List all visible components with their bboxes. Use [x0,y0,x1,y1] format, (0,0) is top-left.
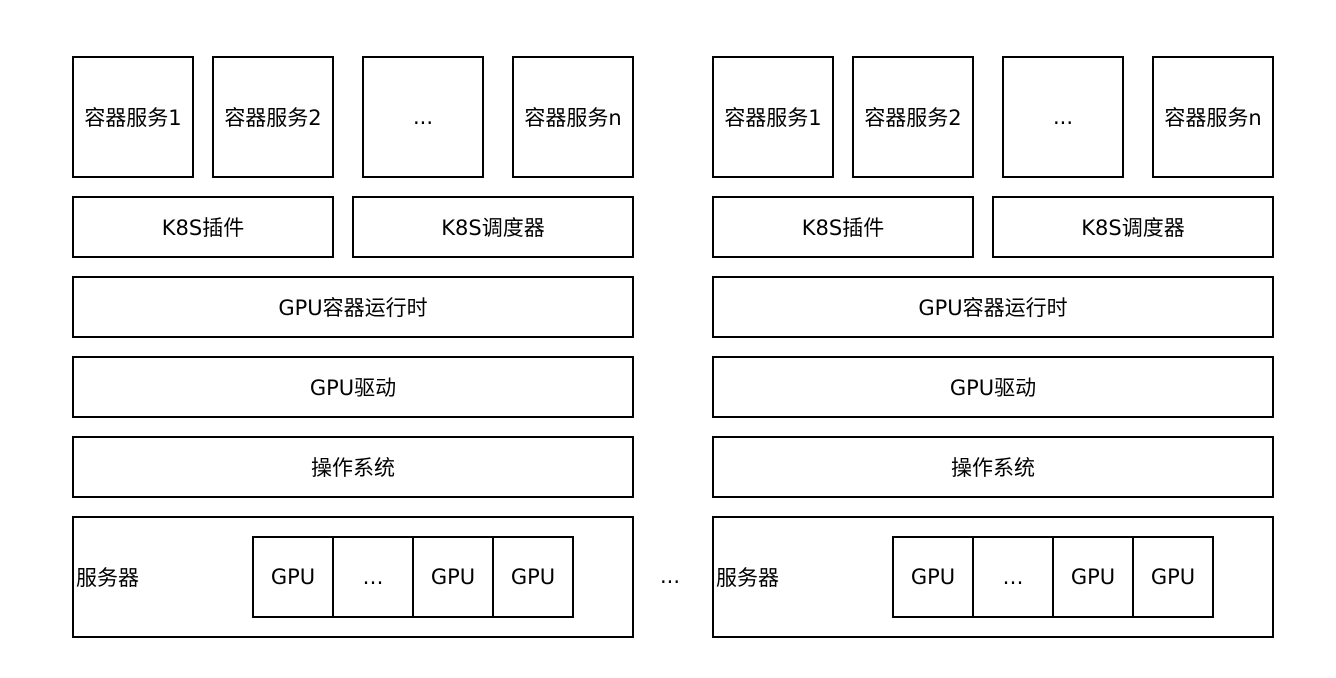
gpu-cell: … [332,536,414,618]
gpu-cell: … [972,536,1054,618]
k8s-scheduler-box: K8S调度器 [352,196,634,258]
container-service-box: 容器服务2 [852,56,974,178]
gpu-cell: GPU [492,536,574,618]
server-label: 服务器 [716,566,779,590]
gpu-runtime-box: GPU容器运行时 [72,276,634,338]
gpu-runtime-box: GPU容器运行时 [712,276,1274,338]
gpu-cell: GPU [1052,536,1134,618]
gpu-cell: GPU [252,536,334,618]
k8s-scheduler-box: K8S调度器 [992,196,1274,258]
gpu-driver-box: GPU驱动 [72,356,634,418]
container-service-box: 容器服务2 [212,56,334,178]
os-box: 操作系统 [72,436,634,498]
container-service-box: ... [1002,56,1124,178]
container-service-box: ... [362,56,484,178]
gpu-driver-box: GPU驱动 [712,356,1274,418]
gpu-cell: GPU [412,536,494,618]
k8s-plugin-box: K8S插件 [712,196,974,258]
container-service-box: 容器服务n [1152,56,1274,178]
server-label: 服务器 [76,566,139,590]
nodes-ellipsis: ... [660,564,681,588]
container-service-box: 容器服务1 [712,56,834,178]
container-service-box: 容器服务1 [72,56,194,178]
k8s-plugin-box: K8S插件 [72,196,334,258]
container-service-box: 容器服务n [512,56,634,178]
gpu-cell: GPU [892,536,974,618]
gpu-cell: GPU [1132,536,1214,618]
os-box: 操作系统 [712,436,1274,498]
